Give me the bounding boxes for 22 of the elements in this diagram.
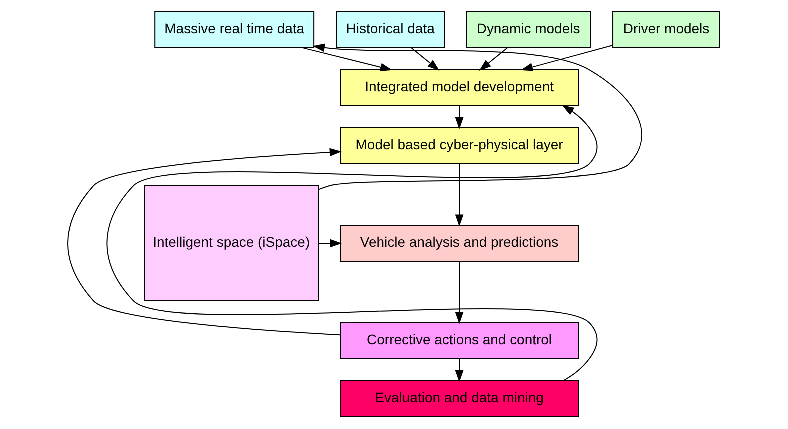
node-box: Massive real time data	[154, 12, 315, 49]
node-box: Intelligent space (iSpace)	[144, 186, 320, 302]
node-box: Driver models	[612, 12, 720, 49]
node-box: Dynamic models	[466, 12, 592, 49]
node-box: Historical data	[336, 12, 446, 49]
node-box: Integrated model development	[340, 70, 580, 107]
arrow	[68, 148, 342, 336]
node-box: Vehicle analysis and predictions	[340, 225, 580, 262]
arrow	[455, 261, 464, 324]
arrow	[455, 358, 464, 382]
arrow	[455, 164, 464, 227]
arrow	[411, 48, 440, 71]
arrow	[312, 44, 642, 190]
node-box: Model based cyber-physical layer	[340, 128, 580, 164]
node-box: Evaluation and data mining	[340, 380, 580, 418]
arrow	[106, 105, 598, 382]
arrow	[302, 48, 393, 72]
arrow	[520, 45, 614, 72]
node-box: Corrective actions and control	[340, 322, 580, 360]
arrow	[479, 48, 508, 71]
arrow	[318, 239, 342, 248]
arrow	[455, 106, 464, 130]
